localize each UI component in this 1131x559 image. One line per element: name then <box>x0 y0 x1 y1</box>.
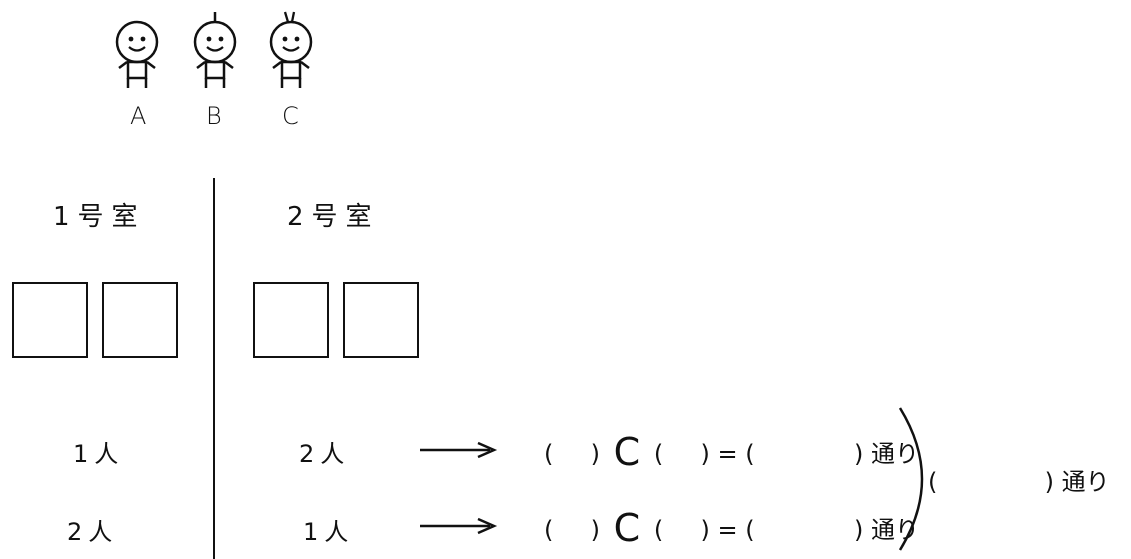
row1-close-paren-1: ) <box>590 440 601 468</box>
row2-open-paren-3: ( <box>745 516 755 544</box>
row2-room2-count: 1人 <box>303 518 355 546</box>
row1-equals: = <box>717 440 738 468</box>
row1-combination-formula: ( ) C ( ) = ( ) 通り <box>544 430 919 474</box>
person-b-label: B <box>206 102 222 130</box>
row1-combination-symbol: C <box>613 430 641 474</box>
room2-slot-box[interactable] <box>343 282 419 358</box>
room-divider-line <box>213 178 215 559</box>
row1-room2-count: 2人 <box>299 440 351 468</box>
smiley-person-icon <box>269 11 313 88</box>
row1-close-paren-2: ) <box>700 440 710 468</box>
total-open-paren: ( <box>928 468 938 496</box>
right-arrow-icon <box>420 517 498 535</box>
row2-close-paren-3: ) <box>853 516 864 544</box>
row2-combination-formula: ( ) C ( ) = ( ) 通り <box>544 506 919 550</box>
row2-close-paren-1: ) <box>590 516 601 544</box>
room1-heading: 1号室 <box>53 202 146 232</box>
room1-slot-box[interactable] <box>12 282 88 358</box>
smiley-person-icon <box>193 12 237 88</box>
row2-room1-count: 2人 <box>67 518 119 546</box>
row2-combination-symbol: C <box>613 506 641 550</box>
right-arrow-icon <box>420 441 498 459</box>
row1-room1-count: 1人 <box>73 440 125 468</box>
row2-equals: = <box>717 516 738 544</box>
total-answer: ( ) 通り <box>928 462 1110 497</box>
right-brace-icon <box>898 407 924 551</box>
row2-open-paren-2: ( <box>653 516 664 544</box>
total-unit: 通り <box>1061 468 1110 496</box>
room2-slot-box[interactable] <box>253 282 329 358</box>
person-a-label: A <box>130 102 147 130</box>
room2-heading: 2号室 <box>287 202 380 232</box>
row1-open-paren-2: ( <box>653 440 664 468</box>
row1-open-paren-3: ( <box>745 440 755 468</box>
row1-open-paren-1: ( <box>544 440 554 468</box>
room1-slot-box[interactable] <box>102 282 178 358</box>
person-a-figure <box>107 8 167 100</box>
person-c-figure <box>261 8 321 100</box>
row2-open-paren-1: ( <box>544 516 554 544</box>
person-c-label: C <box>282 102 299 130</box>
row1-unit: 通り <box>870 440 919 468</box>
person-b-figure <box>185 8 245 100</box>
smiley-person-icon <box>115 20 159 88</box>
total-close-paren: ) <box>1044 468 1055 496</box>
row1-close-paren-3: ) <box>853 440 864 468</box>
row2-close-paren-2: ) <box>700 516 710 544</box>
